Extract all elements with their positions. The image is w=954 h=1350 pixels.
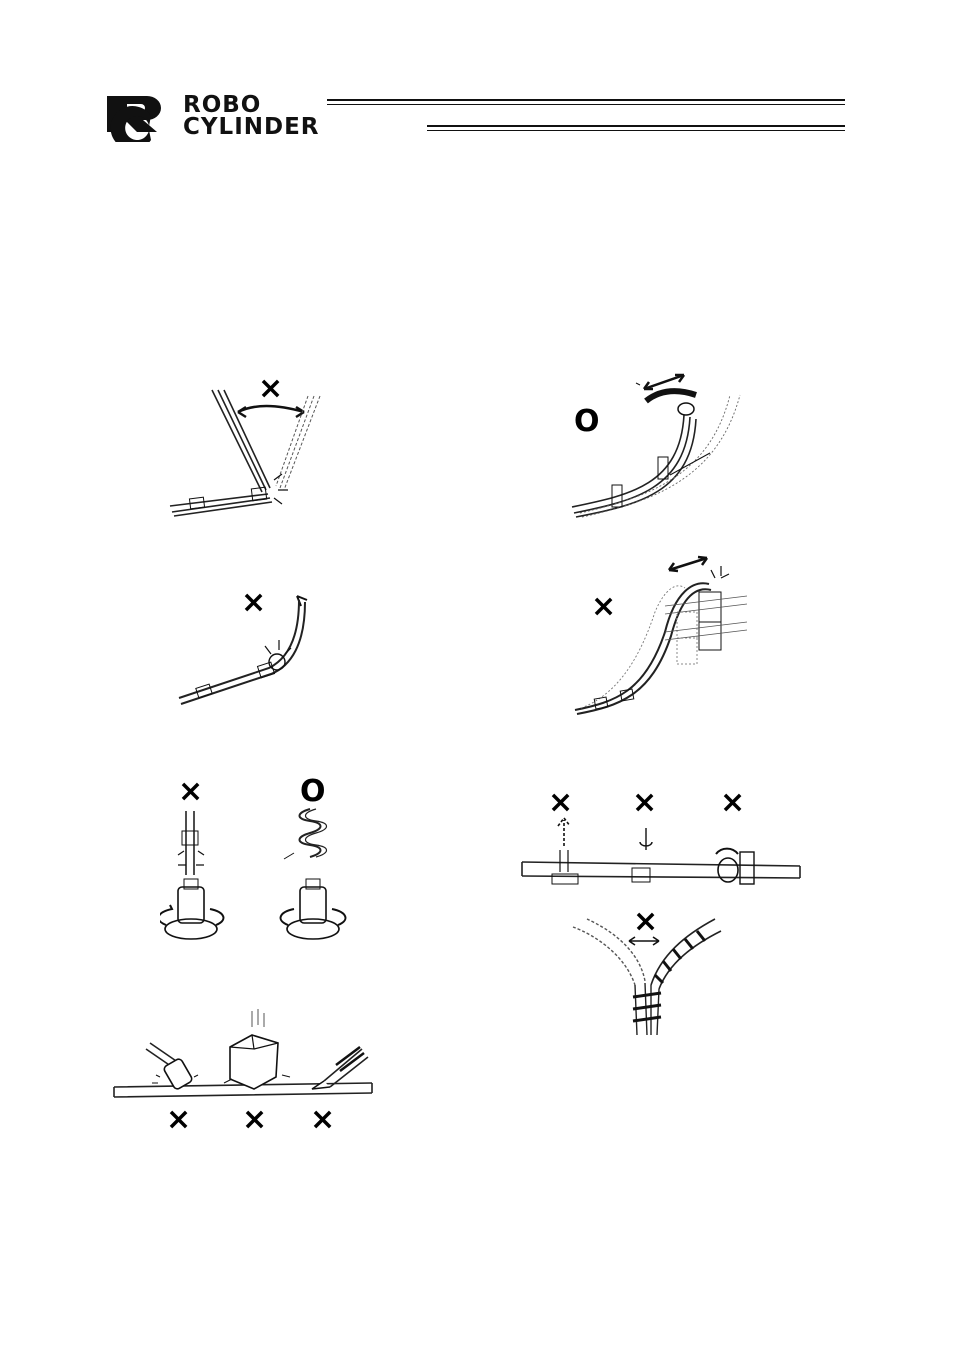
brand-line-cylinder: CYLINDER [183, 116, 320, 139]
bad-mark-2: × [632, 785, 657, 820]
figure-flex-with-support: O [560, 365, 760, 520]
bad-mark: × [258, 371, 283, 406]
good-mark: O [300, 775, 326, 809]
figure-clamp-misuse: × × × [518, 780, 808, 890]
figure-rotation-cables: × O [160, 775, 360, 955]
bad-mark-3: × [720, 785, 745, 820]
header-rule-bottom-thin [427, 130, 845, 131]
bad-mark-1: × [166, 1102, 191, 1135]
figure-kink-near-clamp: × [175, 580, 335, 710]
header-rule-top [327, 99, 845, 101]
header-rule-top-thin [327, 104, 845, 105]
bad-mark-2: × [242, 1102, 267, 1135]
bad-mark-1: × [548, 785, 573, 820]
figure-bend-at-clamp: × [160, 370, 330, 520]
bad-mark: × [591, 589, 616, 624]
figure-spiral-tube-split: × [565, 905, 725, 1040]
rc-logo-icon [105, 92, 181, 142]
bad-mark-3: × [310, 1102, 335, 1135]
good-mark: O [574, 404, 600, 439]
bad-mark: × [633, 905, 658, 939]
figure-flex-fixed-to-terminal: × [565, 552, 765, 717]
header-rule-bottom [427, 125, 845, 127]
bad-mark: × [178, 775, 203, 809]
bad-mark: × [241, 585, 266, 620]
page-header: ROBO CYLINDER [105, 92, 845, 142]
figure-impact-pressure-cut: × × × [112, 1005, 374, 1135]
